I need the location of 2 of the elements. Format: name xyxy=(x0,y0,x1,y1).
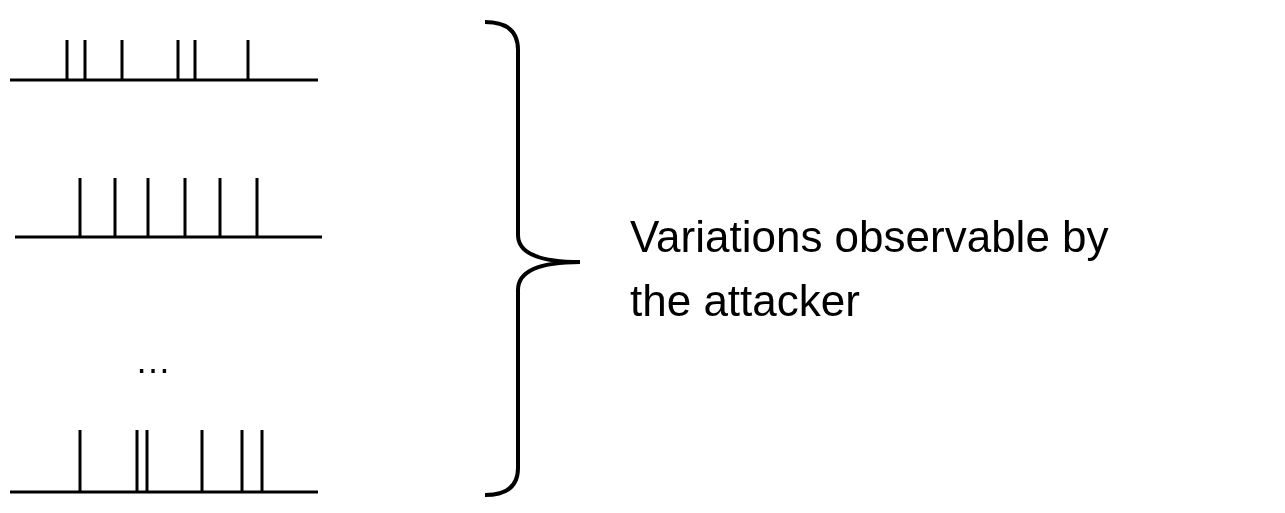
ellipsis: … xyxy=(135,339,171,383)
caption-text: Variations observable by the attacker xyxy=(630,211,1110,327)
